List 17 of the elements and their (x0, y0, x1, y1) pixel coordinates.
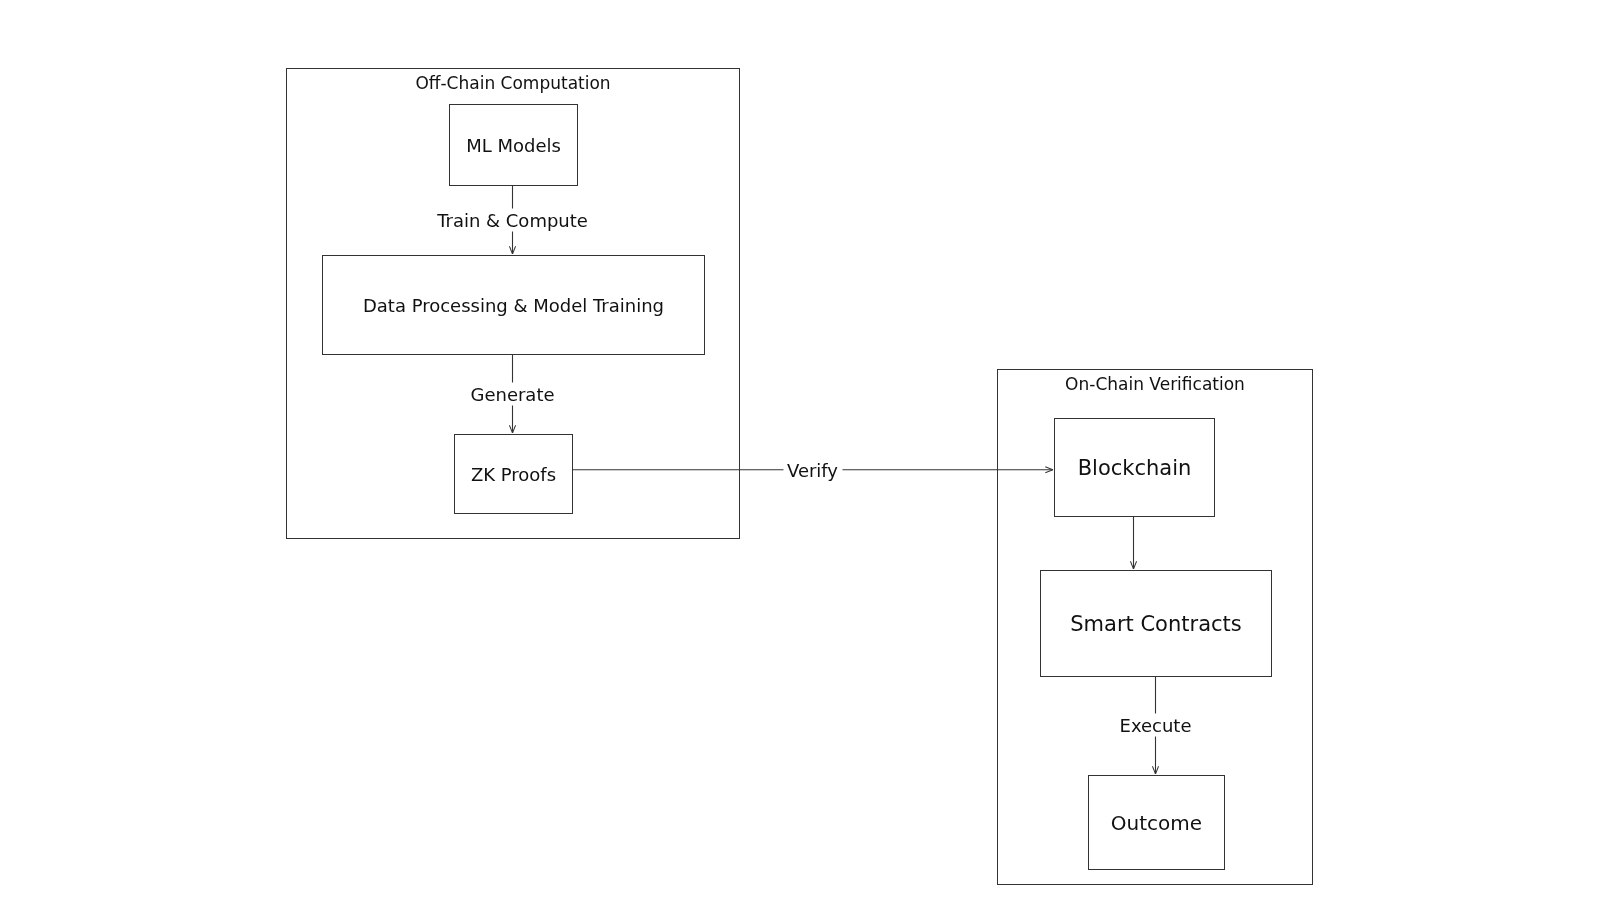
box-label: Smart Contracts (1070, 611, 1242, 636)
box-label: ML Models (466, 134, 561, 156)
process-box (454, 434, 573, 514)
group-title: On-Chain Verification (1064, 374, 1246, 394)
box-label: ZK Proofs (470, 463, 557, 485)
group-frame (997, 369, 1313, 885)
arrow (1129, 515, 1138, 570)
group-title: Off-Chain Computation (414, 73, 612, 93)
process-box (322, 255, 705, 355)
process-box (1088, 775, 1225, 870)
process-box (449, 104, 578, 186)
box-label: Blockchain (1077, 455, 1192, 480)
process-box (1054, 418, 1215, 517)
group-frame (286, 68, 740, 539)
box-label: Data Processing & Model Training (362, 294, 665, 316)
process-box (1040, 570, 1272, 677)
box-label: Outcome (1110, 810, 1203, 835)
